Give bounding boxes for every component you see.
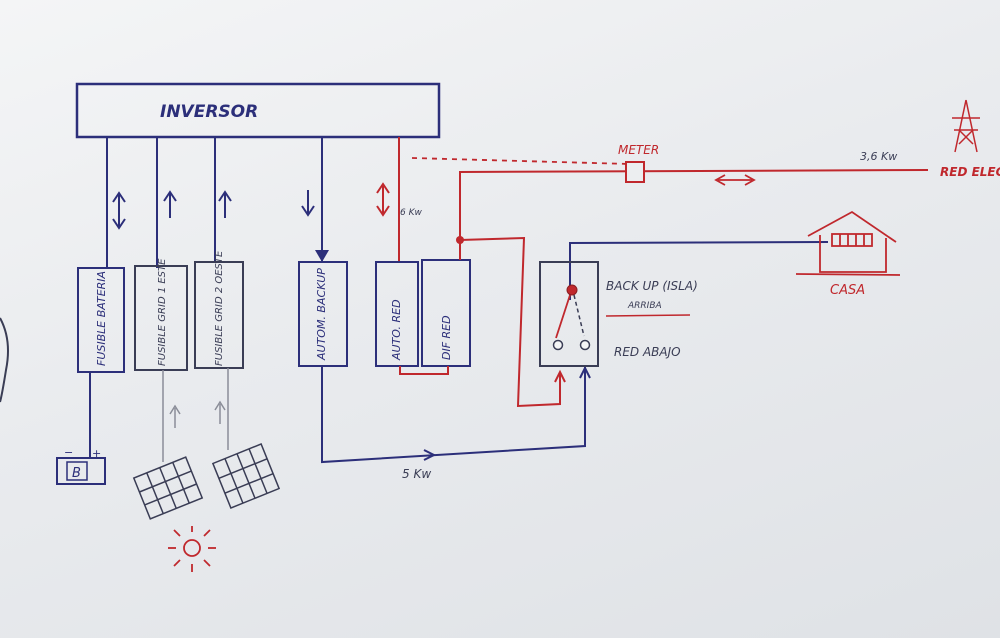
solar-fuse-1-label: FUSIBLE GRID 1 ESTE — [157, 258, 168, 366]
grid-auto-label: AUTO. RED — [390, 299, 403, 361]
grid-diff-box: DIF RED — [421, 259, 471, 367]
solar-fuse-2-label: FUSIBLE GRID 2 OESTE — [214, 250, 225, 366]
backup-auto-label: AUTOM. BACKUP — [315, 268, 328, 361]
power-6kw-label: 6 Kw — [400, 208, 422, 218]
solar-fuse-box-2: FUSIBLE GRID 2 OESTE — [194, 250, 244, 369]
backup-switch-label: BACK UP (ISLA) — [606, 279, 698, 293]
switch-alt-position — [573, 294, 585, 337]
grid-down-label: RED ABAJO — [614, 345, 681, 359]
switch-grid-terminal — [552, 339, 564, 351]
backup-auto-box: AUTOM. BACKUP — [298, 261, 348, 367]
switch-lever — [555, 294, 571, 339]
inverter-feed-lines — [106, 137, 323, 268]
backup-down-arrowhead — [315, 250, 329, 262]
backup-down-arrow — [301, 190, 315, 217]
inverter: INVERSOR — [75, 82, 441, 139]
solar-panel-1 — [132, 456, 204, 520]
battery-minus-icon: − — [64, 446, 73, 459]
grid-feed-line — [376, 137, 400, 262]
grid-auto-box: AUTO. RED — [375, 261, 419, 367]
battery-fuse-label: FUSIBLE BATERIA — [95, 271, 108, 366]
grid-junction-dot — [456, 236, 464, 244]
battery-bidirectional-arrow — [112, 191, 126, 230]
grid-dashed-line — [411, 157, 631, 165]
solar1-up-arrow — [163, 190, 177, 218]
house-label: CASA — [830, 283, 865, 298]
power-5kw-label: 5 Kw — [402, 467, 431, 481]
grid-bidirectional-arrow — [714, 174, 756, 186]
grid-label: RED ELECT — [940, 165, 1000, 179]
power-36kw-label: 3,6 Kw — [860, 150, 897, 163]
backup-output-line — [321, 365, 591, 464]
edge-partial-circle — [0, 317, 9, 403]
solar-panel-wires — [162, 368, 229, 462]
battery-label: B — [72, 466, 81, 481]
power-tower-icon — [952, 99, 980, 153]
solar-panel-2 — [211, 443, 281, 509]
battery-plus-icon: + — [92, 447, 101, 460]
meter-label: METER — [618, 143, 659, 157]
backup-switch — [539, 261, 599, 367]
solar-fuse-box-1: FUSIBLE GRID 1 ESTE — [134, 258, 188, 371]
backup-underline — [605, 314, 691, 317]
grid-to-switch-line — [459, 169, 929, 408]
meter: METER — [618, 143, 659, 183]
backup-up-label: ARRIBA — [627, 301, 662, 311]
house-icon — [795, 210, 901, 276]
grid-diff-label: DIF RED — [440, 315, 453, 360]
sun-icon — [168, 526, 216, 572]
house-feed-line — [569, 241, 829, 300]
switch-common-terminal — [566, 284, 578, 296]
battery: B − + — [56, 446, 106, 485]
solar2-up-arrow — [218, 190, 232, 218]
battery-fuse-box: FUSIBLE BATERIA — [77, 267, 125, 373]
auto-diff-red-link — [399, 366, 449, 375]
inverter-label: INVERSOR — [160, 102, 258, 122]
switch-backup-terminal — [579, 339, 591, 351]
